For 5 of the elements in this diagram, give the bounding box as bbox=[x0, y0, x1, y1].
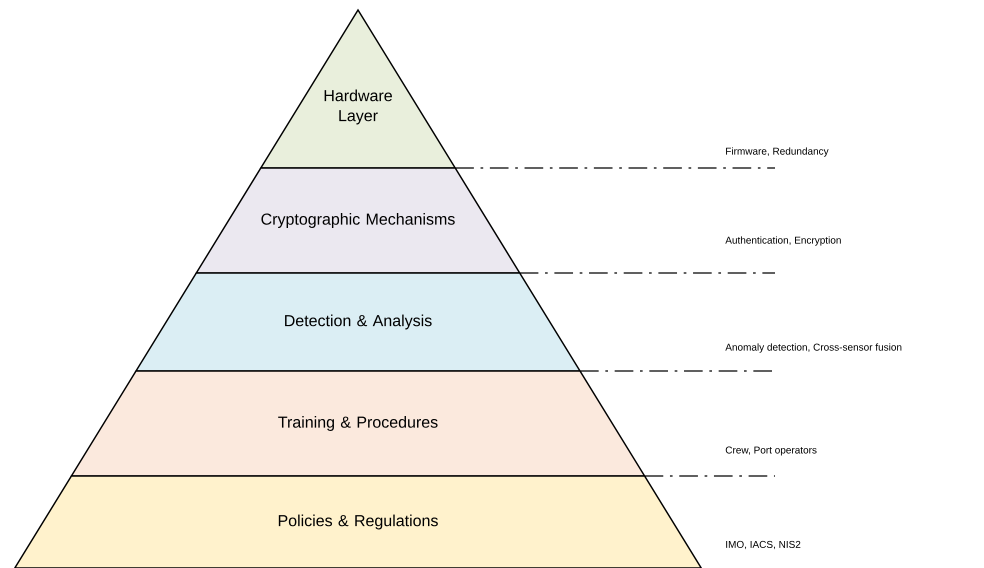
side-label: Authentication, Encryption bbox=[725, 236, 841, 246]
side-label: Crew, Port operators bbox=[726, 446, 817, 456]
side-label: Firmware, Redundancy bbox=[726, 147, 829, 157]
side-label: Anomaly detection, Cross-sensor fusion bbox=[725, 343, 902, 353]
side-label: IMO, IACS, NIS2 bbox=[726, 540, 800, 550]
